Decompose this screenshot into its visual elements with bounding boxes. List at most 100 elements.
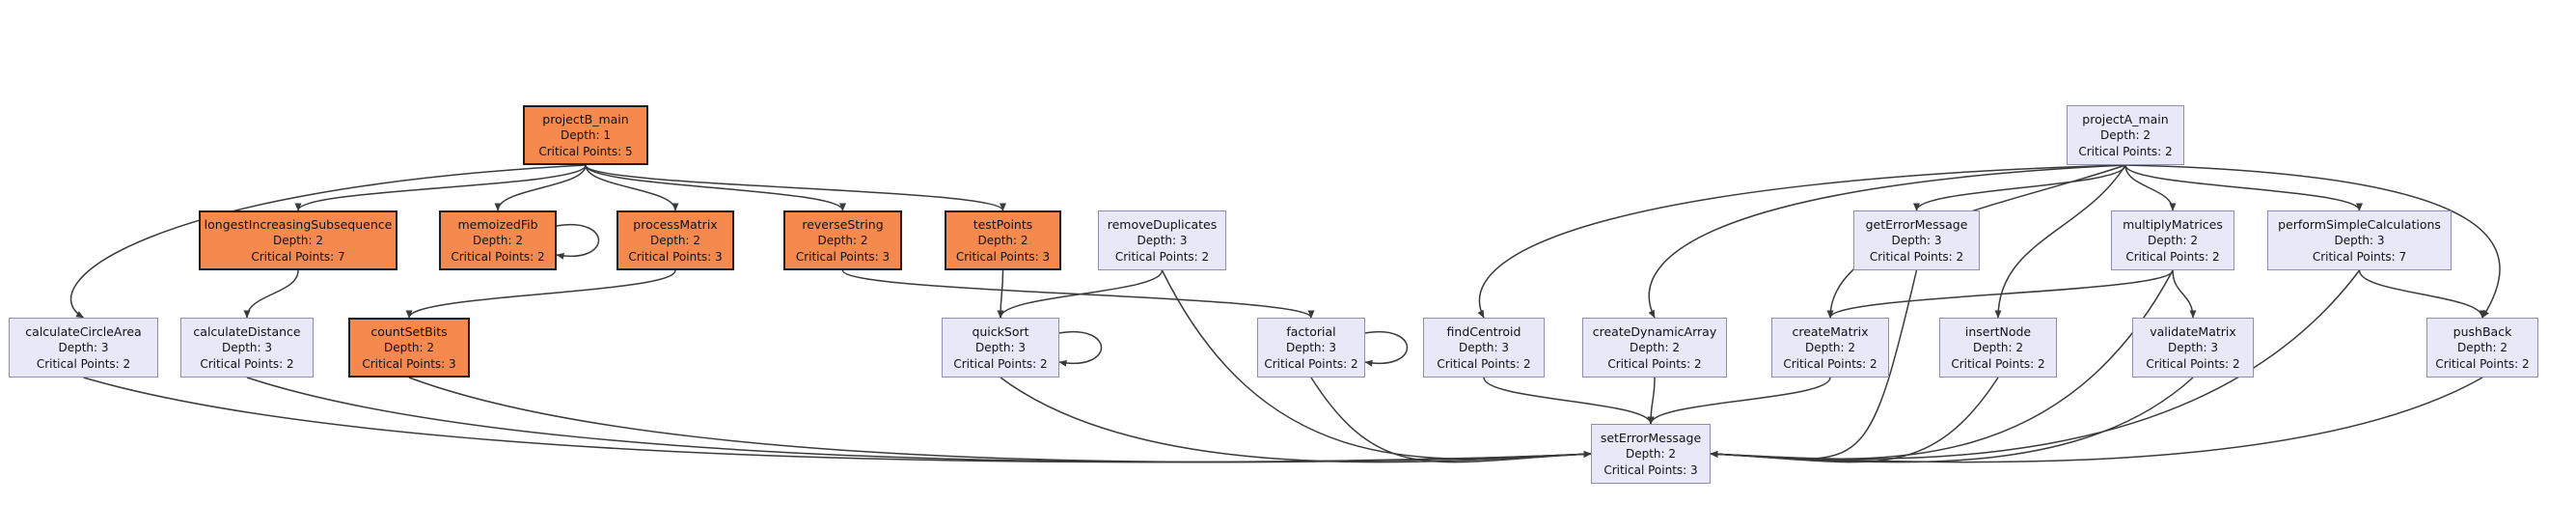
edge-countSetBits-setErrorMessage (408, 377, 1592, 463)
node-depth: Depth: 2 (1629, 341, 1681, 355)
node-depth: Depth: 3 (2167, 341, 2219, 355)
edge-multiplyMatrices-validateMatrix (2172, 269, 2197, 319)
node-depth: Depth: 3 (1137, 234, 1188, 248)
node-label: longestIncreasingSubsequence (204, 216, 393, 232)
node-depth: Depth: 3 (1891, 234, 1942, 248)
node-label: validateMatrix (2150, 323, 2236, 339)
node-depth: Depth: 2 (817, 234, 868, 248)
node-label: performSimpleCalculations (2278, 216, 2441, 232)
node-critical-points: Critical Points: 2 (1783, 356, 1877, 371)
node-label: projectB_main (542, 111, 629, 126)
node-critical-points: Critical Points: 7 (251, 249, 345, 264)
node-depth: Depth: 2 (2147, 234, 2199, 248)
node-label: countSetBits (370, 323, 448, 339)
node-critical-points: Critical Points: 3 (628, 249, 723, 264)
node-depth: Depth: 3 (2334, 234, 2385, 248)
node-label: memoizedFib (457, 216, 538, 232)
node-depth: Depth: 2 (472, 234, 524, 248)
node-critical-points: Critical Points: 3 (795, 249, 891, 264)
edge-removeDuplicates-setErrorMessage (1161, 269, 1592, 461)
edge-quickSort-quickSort (1058, 330, 1102, 367)
edge-validateMatrix-setErrorMessage (1710, 377, 2194, 463)
edge-projectA_main-multiplyMatrices (2124, 164, 2177, 211)
node-label: createDynamicArray (1592, 323, 1717, 339)
node-label: calculateCircleArea (25, 323, 142, 339)
edge-testPoints-quickSort (997, 269, 1004, 319)
edge-createDynamicArray-setErrorMessage (1647, 377, 1656, 425)
node-depth: Depth: 3 (58, 341, 109, 355)
node-depth: Depth: 2 (649, 234, 701, 248)
edge-projectA_main-findCentroid (1477, 164, 2126, 319)
node-label: pushBack (2453, 323, 2512, 339)
node-critical-points: Critical Points: 2 (2146, 356, 2240, 371)
node-critical-points: Critical Points: 2 (1869, 249, 1964, 264)
node-label: quickSort (972, 323, 1029, 339)
node-depth: Depth: 2 (1625, 447, 1677, 462)
node-depth: Depth: 3 (974, 341, 1027, 355)
node-critical-points: Critical Points: 7 (2312, 249, 2407, 264)
edge-processMatrix-countSetBits (405, 269, 676, 319)
node-label: factorial (1286, 323, 1336, 339)
edge-projectB_main-longestIncreasingSubsequence (294, 164, 587, 211)
node-label: getErrorMessage (1865, 216, 1968, 232)
node-depth: Depth: 2 (1804, 341, 1856, 355)
edge-createMatrix-setErrorMessage (1647, 377, 1831, 425)
node-label: findCentroid (1446, 323, 1521, 339)
node-label: setErrorMessage (1600, 430, 1702, 445)
edge-projectA_main-pushBack (2124, 164, 2501, 319)
edge-findCentroid-setErrorMessage (1483, 377, 1655, 425)
node-critical-points: Critical Points: 2 (200, 356, 294, 371)
edge-pushBack-setErrorMessage (1710, 377, 2483, 463)
edge-multiplyMatrices-createMatrix (1826, 269, 2174, 319)
node-depth: Depth: 3 (1458, 341, 1510, 355)
node-critical-points: Critical Points: 2 (953, 356, 1048, 371)
edge-memoizedFib-memoizedFib (556, 223, 599, 260)
edge-projectB_main-calculateCircleArea (69, 164, 587, 319)
edge-insertNode-setErrorMessage (1710, 377, 1999, 463)
node-critical-points: Critical Points: 2 (2078, 144, 2173, 158)
node-label: multiplyMatrices (2123, 216, 2223, 232)
edge-projectB_main-reverseString (585, 164, 846, 211)
edge-longestIncreasingSubsequence-calculateDistance (243, 269, 299, 319)
edge-projectB_main-testPoints (585, 164, 1006, 211)
edge-projectB_main-processMatrix (585, 164, 679, 211)
node-critical-points: Critical Points: 2 (2435, 356, 2530, 371)
edge-projectA_main-insertNode (1994, 164, 2126, 319)
edge-factorial-setErrorMessage (1310, 377, 1592, 463)
node-critical-points: Critical Points: 2 (1437, 356, 1531, 371)
node-depth: Depth: 2 (383, 341, 435, 355)
edge-factorial-factorial (1364, 330, 1408, 367)
node-label: processMatrix (633, 216, 718, 232)
node-depth: Depth: 1 (560, 128, 612, 143)
node-critical-points: Critical Points: 2 (2125, 249, 2220, 264)
edge-quickSort-setErrorMessage (1000, 377, 1592, 463)
node-label: projectA_main (2082, 111, 2169, 126)
node-label: calculateDistance (193, 323, 301, 339)
node-depth: Depth: 2 (272, 234, 324, 248)
node-label: reverseString (802, 216, 884, 232)
node-critical-points: Critical Points: 3 (955, 249, 1051, 264)
